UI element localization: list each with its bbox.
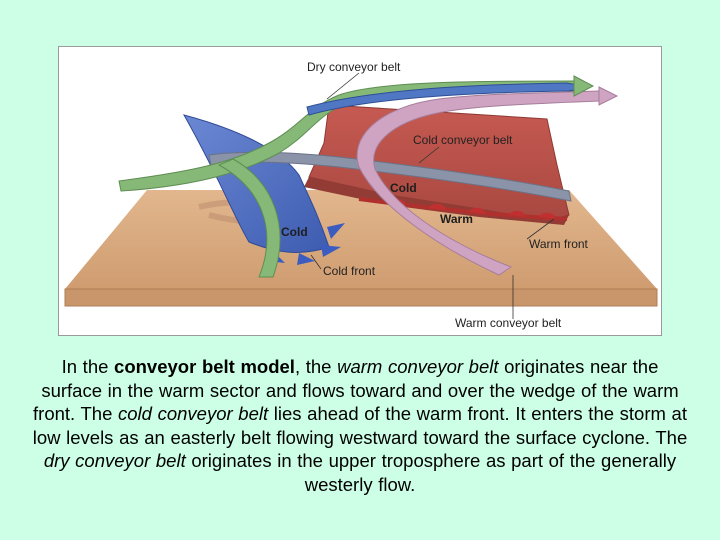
label-cold-upper: Cold [390,181,417,195]
conveyor-belt-diagram: Dry conveyor belt Cold conveyor belt Col… [64,60,658,330]
label-cold-conveyor-belt: Cold conveyor belt [413,133,513,147]
caption-text: , the [294,356,338,377]
label-cold-left: Cold [281,225,308,239]
leader-lines [310,72,555,319]
label-warm: Warm [440,212,473,226]
caption-italic-term: warm conveyor belt [337,356,499,377]
caption-italic-term: cold conveyor belt [118,403,269,424]
caption-text: In the [61,356,115,377]
dry-conveyor-belt-head [573,75,595,97]
caption-italic-term: dry conveyor belt [43,450,186,471]
warm-conveyor-belt-head [598,86,619,106]
label-dry-conveyor-belt: Dry conveyor belt [307,60,401,74]
label-cold-front: Cold front [323,264,376,278]
caption-text: originates near the surface in the warm … [33,356,679,424]
caption-bold-term: conveyor belt model [114,356,295,377]
figure-frame: Dry conveyor belt Cold conveyor belt Col… [58,46,662,336]
warm-front-symbols [389,198,556,219]
label-warm-conveyor-belt: Warm conveyor belt [455,316,562,330]
caption-text: lies ahead of the warm front. It enters … [32,403,688,448]
warm-front-line [358,197,568,221]
figure-caption: In the conveyor belt model, the warm con… [30,355,690,496]
label-warm-front: Warm front [529,237,589,251]
ground-front-face [64,288,658,307]
dry-conveyor-belt-tail [217,158,281,278]
caption-text: originates in the upper troposphere as p… [185,450,677,495]
